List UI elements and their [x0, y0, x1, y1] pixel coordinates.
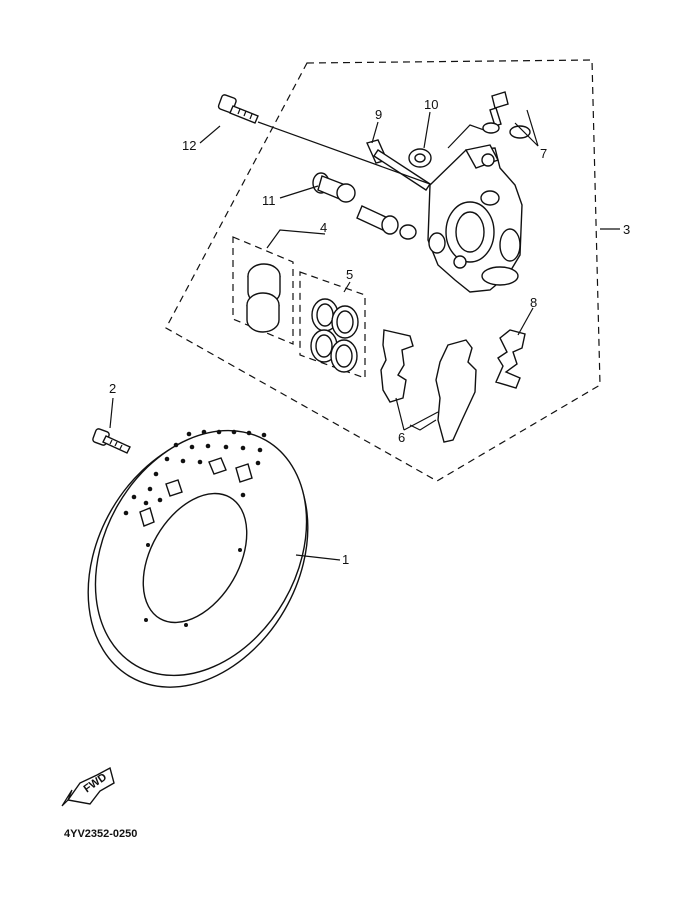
seal-kit [299, 271, 366, 379]
callout-4: 4 [320, 220, 327, 235]
bushing [408, 148, 432, 168]
callout-9: 9 [375, 107, 382, 122]
caliper-bolt [217, 94, 259, 124]
slide-pin [366, 139, 431, 191]
callout-12: 12 [182, 138, 196, 153]
pistons [232, 236, 294, 345]
callout-2: 2 [109, 381, 116, 396]
callout-5: 5 [346, 267, 353, 282]
caliper-assembly-boundary [165, 59, 601, 482]
brake-disc [87, 429, 309, 688]
brake-pads [380, 329, 477, 443]
caliper-body [427, 124, 523, 293]
callout-7: 7 [540, 146, 547, 161]
callout-10: 10 [424, 97, 438, 112]
callout-11: 11 [262, 193, 276, 208]
leader-lines [109, 109, 620, 561]
disc-bolt [92, 428, 131, 454]
caliper-pin [312, 172, 417, 240]
callout-6: 6 [398, 430, 405, 445]
drawing-code: 4YV2352-0250 [64, 828, 137, 840]
callout-1: 1 [342, 552, 349, 567]
callout-8: 8 [530, 295, 537, 310]
forward-arrow [61, 766, 115, 807]
callout-3: 3 [623, 222, 630, 237]
pad-spring [495, 329, 526, 389]
bleed-screw [482, 91, 531, 139]
